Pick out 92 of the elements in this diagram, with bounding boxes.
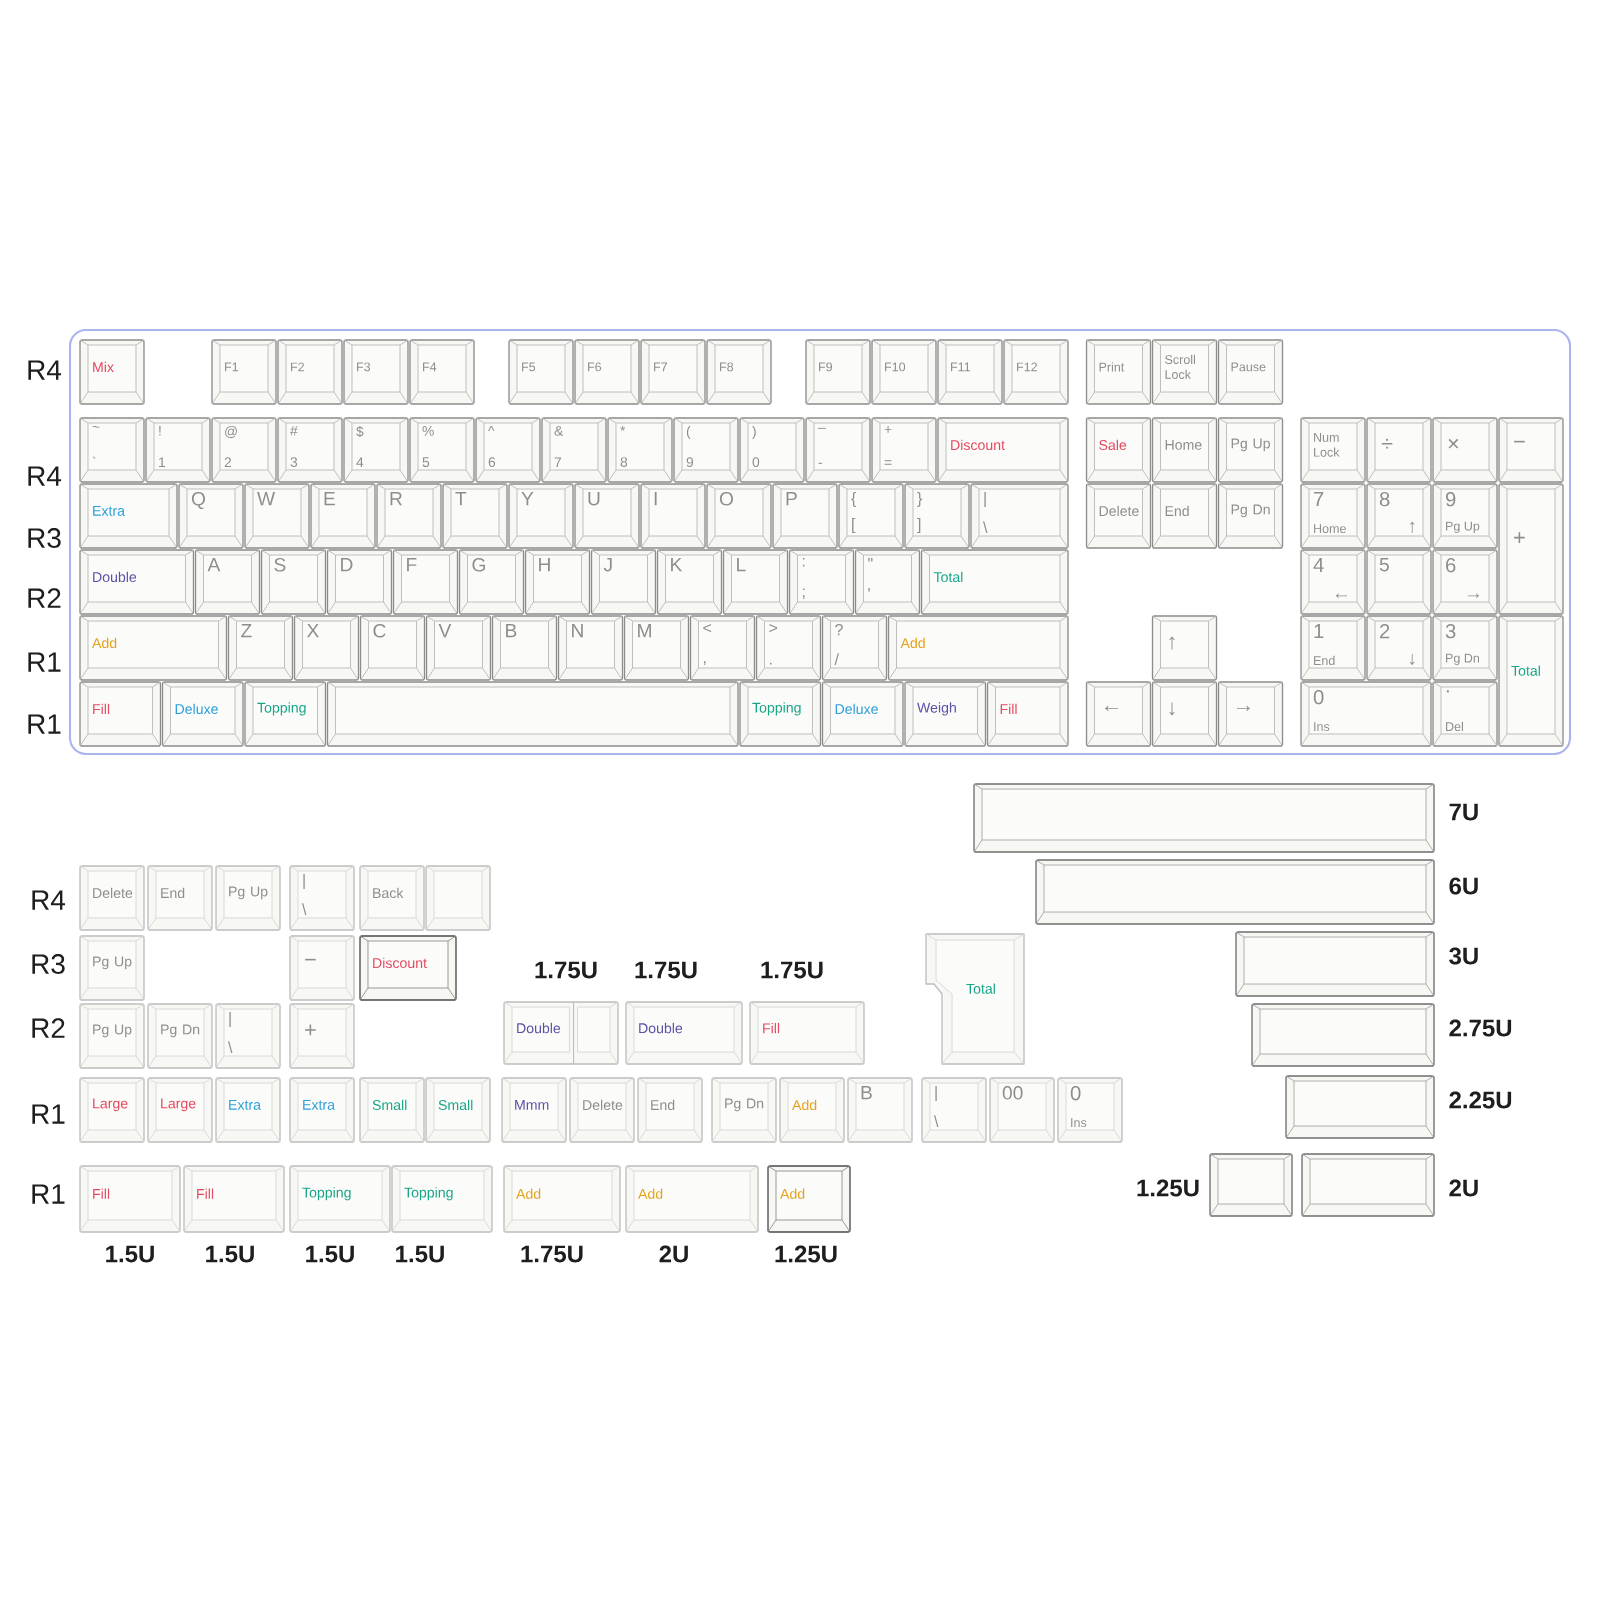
keycap: ×	[1432, 417, 1498, 483]
keycap: B	[491, 615, 558, 681]
keycap: →	[1217, 681, 1284, 747]
keycap: X	[293, 615, 360, 681]
size-label: 7U	[1449, 803, 1478, 821]
keycap: 00	[989, 1077, 1055, 1143]
keycap: O	[706, 483, 772, 549]
size-label: 1.25U	[775, 1245, 837, 1263]
keycap: ? /	[821, 615, 888, 681]
keycap: B	[847, 1077, 913, 1143]
keycap: Q	[178, 483, 244, 549]
size-label: 1.75U	[635, 961, 697, 979]
keycap: < ,	[689, 615, 756, 681]
keycap: | \	[289, 865, 355, 931]
keycap: P	[772, 483, 838, 549]
keycap: C	[359, 615, 426, 681]
keycap: −	[1498, 417, 1564, 483]
row-label: R2	[28, 588, 61, 608]
row-label: R4	[28, 360, 62, 380]
keycap: T	[442, 483, 508, 549]
size-label: 1.75U	[521, 1245, 583, 1263]
size-label: 3U	[1449, 947, 1478, 965]
keycap: | \	[970, 483, 1069, 549]
keycap	[1235, 931, 1435, 997]
keycap: Z	[227, 615, 294, 681]
row-label: R1	[28, 714, 61, 734]
row-label: R1	[32, 1104, 65, 1124]
row-label: R3	[28, 528, 61, 548]
keycap	[326, 681, 739, 747]
keycap: ←	[1085, 681, 1152, 747]
keycap	[973, 783, 1435, 853]
size-label: 1.5U	[206, 1245, 254, 1263]
size-label: 2U	[659, 1245, 688, 1263]
keycap: | \	[215, 1003, 281, 1069]
row-label: R1	[32, 1184, 65, 1204]
size-label: 1.5U	[306, 1245, 354, 1263]
keycap: N	[557, 615, 624, 681]
keycap: { [	[838, 483, 904, 549]
keycap: } ]	[904, 483, 970, 549]
size-label: 6U	[1449, 877, 1478, 895]
size-label: 2.75U	[1449, 1019, 1512, 1037]
keycap: E	[310, 483, 376, 549]
keycap: : ;	[788, 549, 855, 615]
keycap: V	[425, 615, 492, 681]
size-label: 1.5U	[396, 1245, 444, 1263]
keycap	[425, 865, 491, 931]
keycap: > .	[755, 615, 822, 681]
keycap: K	[656, 549, 723, 615]
keycap: 2 ↓	[1366, 615, 1432, 681]
keycap: L	[722, 549, 789, 615]
row-label: R3	[32, 954, 65, 974]
keycap: F	[392, 549, 459, 615]
keycap	[1209, 1153, 1293, 1217]
keyboard-frame	[68, 328, 1572, 756]
keycap: ÷	[1366, 417, 1432, 483]
keycap: −	[289, 935, 355, 1001]
keycap: Y	[508, 483, 574, 549]
keycap: | \	[921, 1077, 987, 1143]
keycap: H	[524, 549, 591, 615]
size-label: 2U	[1449, 1179, 1478, 1197]
keycap: +	[289, 1003, 355, 1069]
size-label: 1.5U	[106, 1245, 154, 1263]
keycap: ↓	[1151, 681, 1218, 747]
keycap: R	[376, 483, 442, 549]
keycap: I	[640, 483, 706, 549]
row-label: R4	[32, 890, 66, 910]
keycap: S	[260, 549, 327, 615]
keycap	[1285, 1075, 1435, 1139]
keycap: 6 →	[1432, 549, 1498, 615]
keycap	[1301, 1153, 1435, 1217]
keycap: W	[244, 483, 310, 549]
row-label: R1	[28, 652, 61, 672]
keycap	[1035, 859, 1435, 925]
keycap: U	[574, 483, 640, 549]
keycap	[1251, 1003, 1435, 1067]
keycap: A	[194, 549, 261, 615]
keycap: 5	[1366, 549, 1432, 615]
keycap: 8 ↑	[1366, 483, 1432, 549]
keycap: ↑	[1151, 615, 1218, 681]
keycap: " '	[854, 549, 921, 615]
keycap: 4 ←	[1300, 549, 1366, 615]
row-label: R4	[28, 466, 62, 486]
size-label: 2.25U	[1449, 1091, 1512, 1109]
keycap: M	[623, 615, 690, 681]
keycap: D	[326, 549, 393, 615]
size-label: 1.75U	[535, 961, 597, 979]
keycap: G	[458, 549, 525, 615]
keycap: J	[590, 549, 657, 615]
size-label: 1.75U	[761, 961, 823, 979]
size-label: 1.25U	[1137, 1179, 1199, 1197]
row-label: R2	[32, 1018, 65, 1038]
keycap: +	[1498, 483, 1564, 615]
